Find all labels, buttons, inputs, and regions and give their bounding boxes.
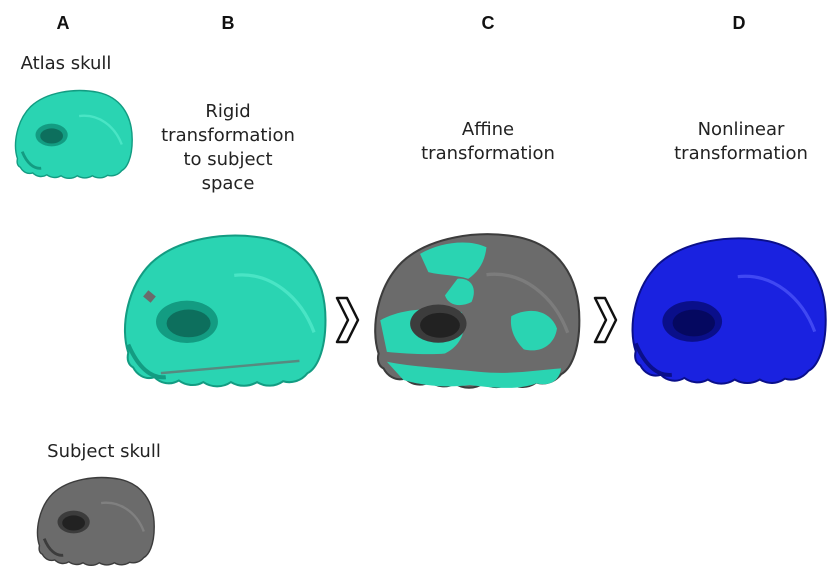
panel-c-letter: C (482, 13, 495, 34)
rigid-caption-text: Rigid transformation to subject space (148, 100, 308, 196)
nonlinear-transformation-caption: Nonlinear transformation (656, 118, 826, 166)
subject-skull-caption: Subject skull (47, 440, 161, 464)
nonlinear-caption-text: Nonlinear transformation (656, 118, 826, 166)
affine-transformation-caption: Affine transformation (403, 118, 573, 166)
nonlinear-transformed-skull-image (620, 212, 830, 412)
panel-d-letter: D (733, 13, 746, 34)
atlas-skull-image (8, 80, 136, 190)
rigid-transformation-caption: Rigid transformation to subject space (148, 100, 308, 196)
chevron-right-icon (592, 296, 618, 344)
affine-caption-text: Affine transformation (403, 118, 573, 166)
affine-transformed-skull-image (362, 212, 586, 412)
chevron-right-icon (334, 296, 360, 344)
subject-skull-image (30, 470, 158, 574)
rigid-transformed-skull-image (112, 212, 332, 412)
panel-b-letter: B (222, 13, 235, 34)
panel-a-letter: A (57, 13, 70, 34)
atlas-skull-caption: Atlas skull (21, 52, 112, 76)
